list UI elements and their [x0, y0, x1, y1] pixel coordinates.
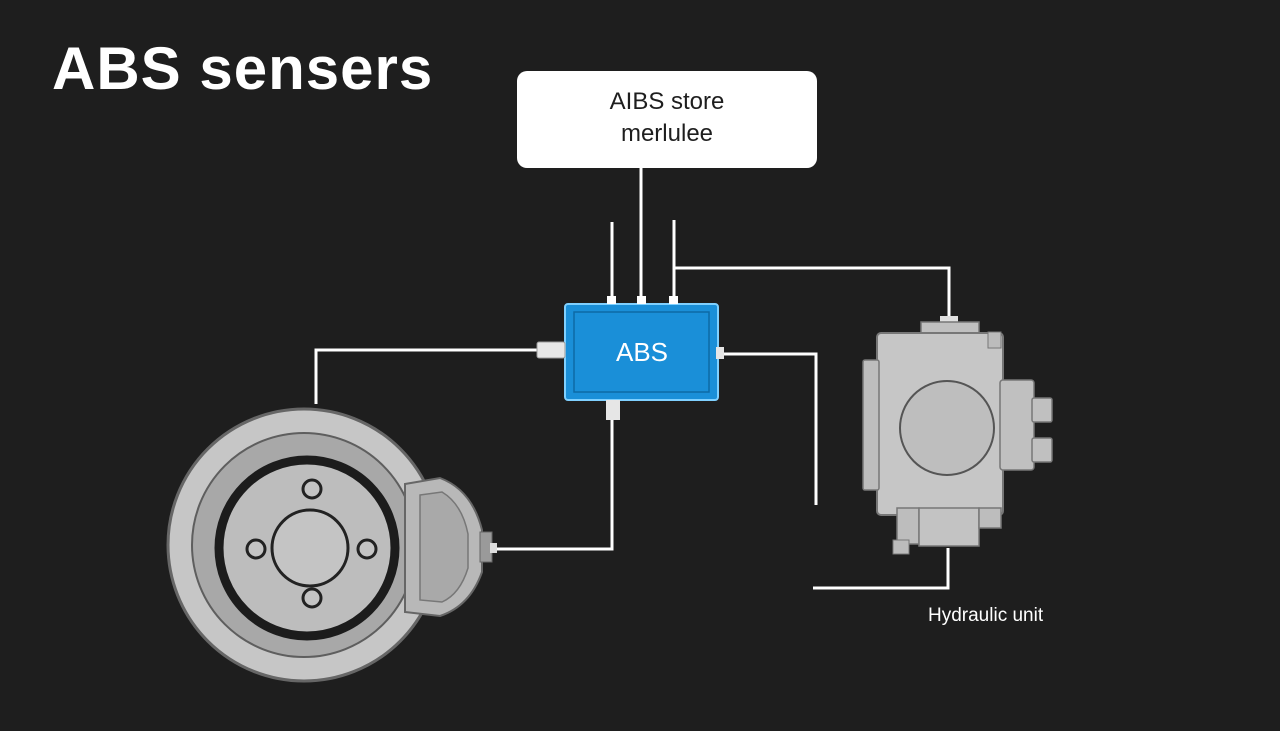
abs-module — [536, 296, 724, 420]
connector-right — [716, 347, 724, 359]
wire-hydraulic-bottom — [813, 548, 950, 590]
wire-abs-to-wheel-sensor — [495, 418, 614, 551]
wires — [314, 168, 951, 590]
wire-abs-to-hydraulic-top — [674, 266, 951, 322]
hydraulic-unit — [862, 316, 1053, 555]
connector-left — [536, 341, 566, 359]
top-box-label-line2: merlulee — [620, 120, 714, 147]
abs-module-label: ABS — [615, 337, 669, 367]
wire-abs-to-wheel-top — [314, 348, 541, 404]
connector-bottom — [606, 400, 620, 420]
hydraulic-unit-label: Hydraulic unit — [928, 605, 1044, 626]
brake-caliper — [404, 476, 497, 618]
top-box — [517, 71, 817, 168]
top-box-label-line1: AIBS store — [609, 88, 725, 115]
page-title: ABS sensers — [52, 35, 434, 102]
top-box-label: AIBS store merlulee — [517, 86, 817, 150]
brake-disc — [166, 407, 442, 683]
wire-abs-right — [722, 352, 818, 505]
